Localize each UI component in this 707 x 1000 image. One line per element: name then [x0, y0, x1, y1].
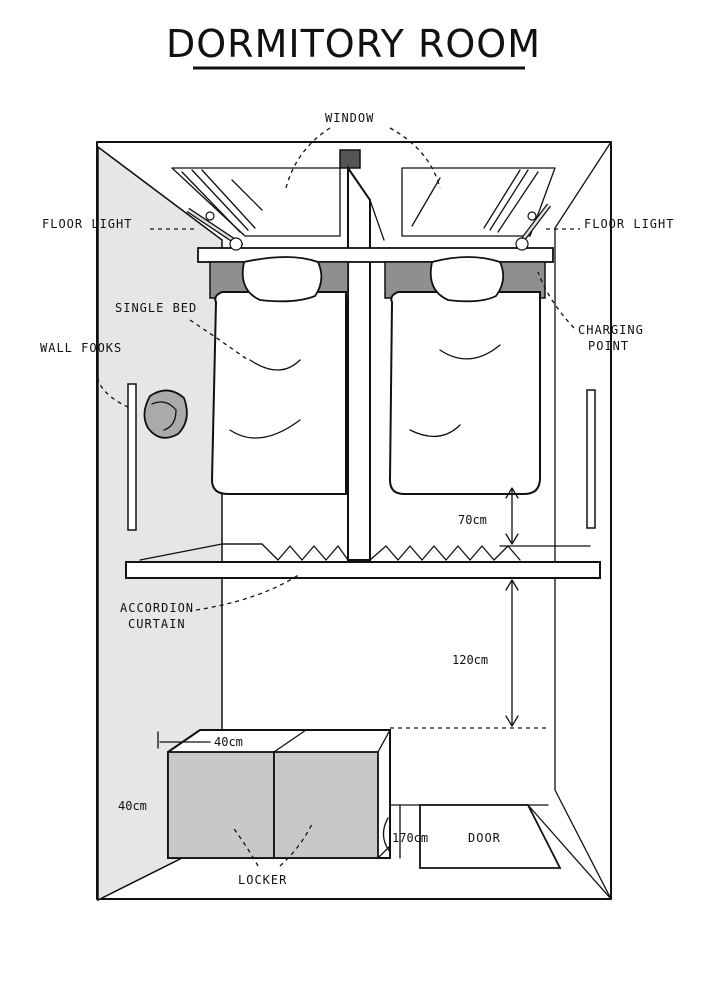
right-wall	[554, 141, 612, 900]
dim-label-70cm: 70cm	[458, 513, 487, 527]
dim-label-locker-height: 40cm	[118, 799, 147, 813]
leader-locker-right	[279, 823, 313, 867]
dim-label-120cm: 120cm	[452, 653, 488, 667]
leader-single-bed	[189, 319, 249, 361]
floor-light-left-icon	[186, 207, 244, 251]
label-locker: LOCKER	[238, 873, 287, 887]
leader-wall-hooks	[96, 361, 131, 409]
label-accordion-curtain-1: ACCORDION	[120, 601, 194, 615]
leader-accordion-curtain	[195, 573, 301, 611]
pillow-right	[429, 256, 505, 303]
floor-light-right-icon	[515, 203, 551, 251]
leader-locker-left	[231, 825, 259, 867]
label-wall-hooks: WALL FOOKS	[40, 341, 122, 355]
wall-hooks-right	[586, 389, 596, 529]
dimension-120cm	[390, 579, 548, 729]
window	[171, 149, 556, 237]
locker-left	[167, 751, 275, 859]
dimension-40cm-width	[157, 731, 211, 749]
label-window: WINDOW	[325, 111, 374, 125]
accordion-curtain	[125, 543, 601, 579]
label-single-bed: SINGLE BED	[115, 301, 197, 315]
page-title: DORMITORY ROOM	[166, 22, 541, 66]
window-frame-top	[339, 149, 361, 169]
wall-hooks-left	[127, 383, 188, 531]
door	[399, 804, 612, 900]
dimension-70cm	[505, 487, 519, 545]
label-accordion-curtain-2: CURTAIN	[128, 617, 186, 631]
dimension-170cm	[382, 817, 391, 853]
leader-window-right	[389, 127, 441, 189]
label-charging-point-1: CHARGING	[578, 323, 644, 337]
room-outline	[96, 141, 612, 900]
hook-icon	[143, 389, 188, 439]
single-bed-left	[210, 256, 347, 495]
dim-label-door-height: 170cm	[392, 831, 428, 845]
dim-label-locker-width: 40cm	[214, 735, 243, 749]
locker-right	[273, 751, 379, 859]
single-bed-right	[388, 256, 541, 495]
leader-charging-point	[537, 271, 575, 329]
label-floor-light-left: FLOOR LIGHT	[42, 217, 132, 231]
pillow-left	[241, 256, 323, 303]
leader-window-left	[285, 127, 331, 189]
label-door: DOOR	[468, 831, 501, 845]
bed-divider	[347, 164, 371, 561]
label-floor-light-right: FLOOR LIGHT	[584, 217, 674, 231]
label-charging-point-2: POINT	[588, 339, 629, 353]
lockers	[167, 729, 391, 859]
